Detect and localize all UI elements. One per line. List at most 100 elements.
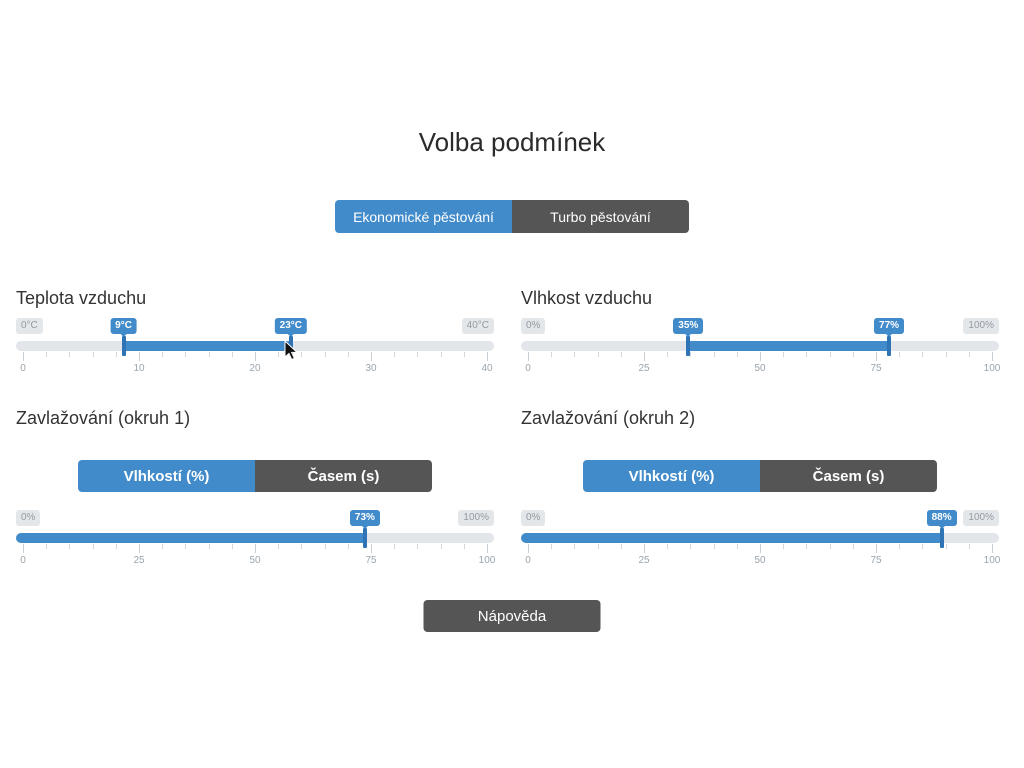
grid-tick <box>899 352 901 357</box>
mode-button-turbo[interactable]: Turbo pěstování <box>512 200 689 233</box>
grid-tick <box>301 352 303 357</box>
mode-toggle-group: Ekonomické pěstování Turbo pěstování <box>335 200 689 233</box>
grid-tick <box>463 544 465 549</box>
grid-tick <box>347 352 349 357</box>
slider-bar <box>123 341 291 351</box>
grid-tick <box>713 352 715 357</box>
grid-tick <box>852 544 854 549</box>
grid-tick <box>760 544 761 553</box>
grid-tick <box>922 352 924 357</box>
grid-tick <box>255 544 256 553</box>
grid-tick-label: 0 <box>525 555 531 566</box>
help-button[interactable]: Nápověda <box>423 600 601 632</box>
grid-tick <box>597 352 599 357</box>
grid-tick <box>115 544 117 549</box>
slider-track[interactable] <box>16 528 494 548</box>
slider-value-pill: 73% <box>349 510 380 526</box>
grid-tick <box>551 352 553 357</box>
grid-tick <box>417 352 419 357</box>
grid-tick <box>783 544 785 549</box>
slider-min-label: 0% <box>521 318 546 334</box>
grid-tick <box>487 544 488 553</box>
grid-tick <box>487 352 488 361</box>
slider-handle[interactable] <box>939 528 944 548</box>
section-heading-air-temperature: Teplota vzduchu <box>16 288 147 308</box>
grid-tick <box>644 544 645 553</box>
slider-track[interactable] <box>521 336 999 356</box>
grid-tick <box>528 544 529 553</box>
irrigation-1-mode-toggle: Vlhkostí (%) Časem (s) <box>78 460 432 492</box>
grid-tick <box>806 352 808 357</box>
grid-tick <box>278 544 280 549</box>
grid-tick <box>139 352 140 361</box>
grid-tick <box>92 544 94 549</box>
grid-tick <box>324 544 326 549</box>
grid-tick <box>92 352 94 357</box>
grid-tick <box>371 352 372 361</box>
grid-tick <box>992 352 993 361</box>
grid-tick <box>440 352 442 357</box>
grid-tick <box>829 352 831 357</box>
grid-tick <box>736 352 738 357</box>
grid-tick <box>876 352 877 361</box>
grid-tick <box>208 544 210 549</box>
grid-tick <box>644 352 645 361</box>
grid-tick-label: 0 <box>525 363 531 374</box>
slider-bar <box>688 341 890 351</box>
grid-tick <box>347 544 349 549</box>
slider-track[interactable] <box>521 528 999 548</box>
grid-tick <box>185 544 187 549</box>
grid-tick-label: 25 <box>133 555 145 566</box>
slider-max-label: 100% <box>458 510 494 526</box>
grid-tick <box>713 544 715 549</box>
grid-tick-label: 10 <box>133 363 145 374</box>
mode-button-economic[interactable]: Ekonomické pěstování <box>335 200 512 233</box>
slider-bar <box>521 533 942 543</box>
grid-tick <box>69 352 71 357</box>
grid-tick <box>278 352 280 357</box>
irrigation-2-time-button[interactable]: Časem (s) <box>760 460 937 492</box>
grid-tick <box>162 352 164 357</box>
grid-tick-label: 20 <box>249 363 261 374</box>
grid-tick-label: 75 <box>365 555 377 566</box>
grid-tick <box>806 544 808 549</box>
slider-handle[interactable] <box>686 336 691 356</box>
grid-tick <box>371 544 372 553</box>
slider-handle[interactable] <box>887 336 892 356</box>
slider-from-pill: 9°C <box>110 318 137 334</box>
grid-tick <box>231 352 233 357</box>
slider-min-label: 0% <box>16 510 41 526</box>
slider-max-label: 100% <box>963 318 999 334</box>
slider-to-pill: 77% <box>874 318 905 334</box>
grid-tick <box>620 544 622 549</box>
slider-to-pill: 23°C <box>274 318 308 334</box>
grid-tick <box>690 544 692 549</box>
grid-tick <box>945 544 947 549</box>
slider-labels-row: 0%100%88% <box>521 510 999 526</box>
grid-tick <box>783 352 785 357</box>
grid-tick <box>551 544 553 549</box>
grid-tick-label: 25 <box>638 363 650 374</box>
irrigation-2-humidity-button[interactable]: Vlhkostí (%) <box>583 460 760 492</box>
slider-handle[interactable] <box>362 528 367 548</box>
slider-track[interactable] <box>16 336 494 356</box>
slider-value-pill: 88% <box>926 510 957 526</box>
irrigation-1-humidity-button[interactable]: Vlhkostí (%) <box>78 460 255 492</box>
section-heading-air-humidity: Vlhkost vzduchu <box>521 288 653 308</box>
slider-handle[interactable] <box>121 336 126 356</box>
slider-labels-row: 0%100%35%77% <box>521 318 999 334</box>
slider-min-label: 0°C <box>16 318 43 334</box>
irrigation-2-mode-toggle: Vlhkostí (%) Časem (s) <box>583 460 937 492</box>
grid-tick-label: 40 <box>481 363 493 374</box>
irrigation-1-time-button[interactable]: Časem (s) <box>255 460 432 492</box>
grid-tick <box>324 352 326 357</box>
slider-max-label: 100% <box>963 510 999 526</box>
grid-tick <box>945 352 947 357</box>
grid-tick <box>574 544 576 549</box>
